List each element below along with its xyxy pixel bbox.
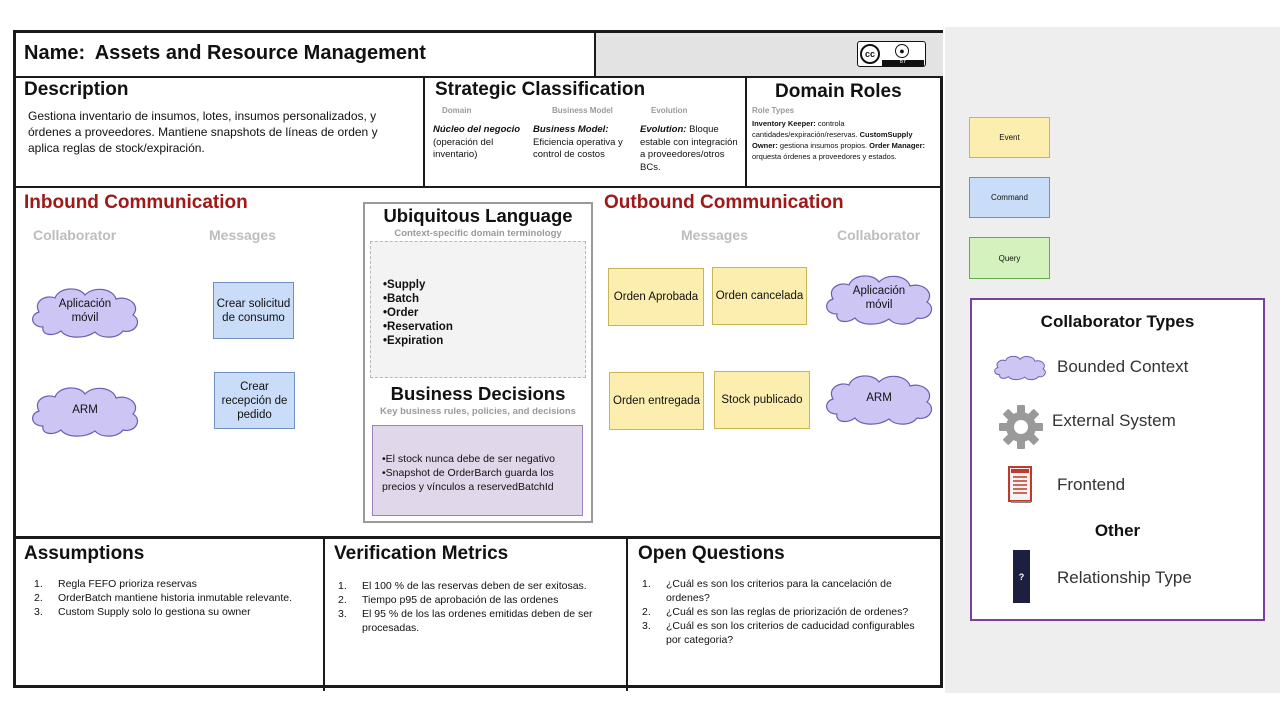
gear-icon [998, 404, 1044, 450]
collaborator-types-title: Collaborator Types [1040, 312, 1195, 331]
legend-query-sticky: Query [969, 237, 1050, 279]
assumptions-title: Assumptions [24, 543, 145, 564]
outbound-collaborator-head: Collaborator [837, 227, 921, 243]
term-item: •Order [383, 307, 419, 319]
list-item: 1.Regla FEFO prioriza reservas [34, 578, 197, 590]
open-questions-title: Open Questions [638, 543, 785, 564]
legend-other-title: Other [1094, 521, 1141, 540]
legend-relationship-type-label: Relationship Type [1057, 568, 1192, 587]
strategic-business-model-head: Business Model [552, 106, 613, 115]
outbound-event-orden-entregada: Orden entregada [609, 372, 704, 430]
bounded-context-cloud-icon [32, 387, 138, 437]
domain-roles-text: Inventory Keeper: controla cantidades/ex… [752, 119, 926, 161]
bounded-context-cloud-icon [826, 375, 932, 425]
legend-external-system-label: External System [1052, 411, 1176, 430]
decision-item: •El stock nunca debe de ser negativo [382, 453, 555, 465]
inbound-messages-head: Messages [209, 227, 276, 243]
collaborator-label: Aplicación móvil [852, 285, 906, 311]
domain-roles-title: Domain Roles [775, 81, 902, 102]
outbound-event-stock-publicado: Stock publicado [714, 371, 810, 429]
description-title: Description [24, 79, 129, 100]
inbound-collaborator-head: Collaborator [33, 227, 117, 243]
legend-frontend-label: Frontend [1057, 475, 1126, 494]
questions-list: 1.¿Cuál es son los criterios para la can… [642, 577, 922, 647]
collaborator-label: ARM [866, 392, 892, 404]
term-item: •Expiration [383, 335, 444, 347]
outbound-communication-title: Outbound Communication [604, 192, 844, 213]
frontend-icon [1008, 466, 1034, 504]
role-types-head: Role Types [752, 106, 795, 115]
assumptions-list: 1.Regla FEFO prioriza reservas 2.OrderBa… [34, 577, 304, 619]
inbound-command-crear-recepcion: Crear recepción de pedido [214, 372, 295, 429]
strategic-domain-text: Núcleo del negocio (operación del invent… [433, 124, 521, 160]
legend-bounded-context [992, 348, 1048, 386]
strategic-domain-head: Domain [442, 106, 472, 115]
ubiquitous-language-title: Ubiquitous Language [383, 205, 573, 226]
decision-item: •Snapshot de OrderBarch guarda los preci… [382, 467, 554, 493]
business-decisions-title: Business Decisions [390, 383, 566, 404]
term-item: •Reservation [383, 321, 453, 333]
list-item: 2.¿Cuál es son las reglas de priorizació… [642, 606, 909, 618]
list-item: 3.Custom Supply solo lo gestiona su owne… [34, 606, 251, 618]
ubiquitous-terms-area: •Supply •Batch •Order •Reservation •Expi… [370, 241, 586, 378]
name-label: Name: [24, 42, 86, 64]
strategic-classification-title: Strategic Classification [435, 79, 646, 100]
relationship-type-icon: ? [1013, 550, 1030, 603]
list-item: 3.El 95 % de los las ordenes emitidas de… [338, 608, 593, 634]
collaborator-label: Aplicación móvil [58, 298, 112, 324]
term-list: •Supply •Batch •Order •Reservation •Expi… [383, 278, 453, 348]
cc-by-license-badge: cc ● BY [857, 41, 926, 67]
cc-icon: cc [860, 44, 880, 64]
term-item: •Supply [383, 279, 426, 291]
strategic-evolution-text: Evolution: Bloque estable con integració… [640, 124, 738, 173]
business-decisions-box: •El stock nunca debe de ser negativo •Sn… [372, 425, 583, 516]
legend-command-sticky: Command [969, 177, 1050, 218]
list-item: 2.OrderBatch mantiene historia inmutable… [34, 592, 293, 604]
bounded-context-cloud-icon [32, 288, 138, 338]
list-item: 1.El 100 % de las reservas deben de ser … [338, 580, 587, 592]
list-item: 2.Tiempo p95 de aprobación de las ordene… [338, 594, 559, 606]
outbound-collaborator-arm: ARM [821, 370, 937, 426]
collaborator-label: ARM [72, 404, 98, 416]
legend-event-sticky: Event [969, 117, 1050, 158]
verification-metrics-title: Verification Metrics [334, 543, 509, 564]
business-decisions-subtitle: Key business rules, policies, and decisi… [380, 406, 576, 417]
outbound-event-orden-aprobada: Orden Aprobada [608, 268, 704, 326]
inbound-collaborator-arm: ARM [27, 382, 143, 438]
bounded-context-cloud-icon [994, 355, 1046, 381]
page-title: Name: Assets and Resource Management [24, 42, 426, 65]
inbound-collaborator-app-movil: Aplicación móvil [27, 283, 143, 339]
outbound-event-orden-cancelada: Orden cancelada [712, 267, 807, 325]
license-by-band [882, 60, 924, 66]
term-item: •Batch [383, 293, 419, 305]
license-by-text: BY [899, 59, 907, 65]
legend-bounded-context-label: Bounded Context [1057, 357, 1189, 376]
strategic-business-model-text: Business Model: Eficiencia operativa y c… [533, 124, 623, 160]
inbound-command-crear-solicitud: Crear solicitud de consumo [213, 282, 294, 339]
metrics-list: 1.El 100 % de las reservas deben de ser … [338, 579, 618, 635]
list-item: 3.¿Cuál es son los criterios de caducida… [642, 620, 915, 646]
context-name: Assets and Resource Management [94, 42, 426, 64]
list-item: 1.¿Cuál es son los criterios para la can… [642, 578, 892, 604]
outbound-collaborator-app-movil: Aplicación móvil [821, 270, 937, 326]
strategic-evolution-head: Evolution [651, 106, 688, 115]
attribution-icon: ● [895, 44, 909, 58]
ubiquitous-language-subtitle: Context-specific domain terminology [394, 228, 562, 239]
inbound-communication-title: Inbound Communication [24, 192, 248, 213]
bounded-context-cloud-icon [826, 275, 932, 325]
description-text: Gestiona inventario de insumos, lotes, i… [28, 109, 378, 155]
outbound-messages-head: Messages [681, 227, 748, 243]
